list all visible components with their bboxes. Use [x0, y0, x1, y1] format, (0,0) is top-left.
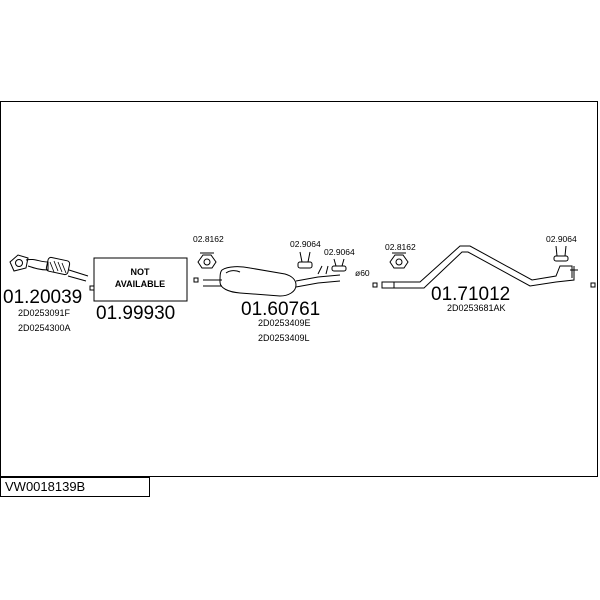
- fitting-number: 02.8162: [193, 234, 224, 244]
- part-code: 2D0253409E: [258, 318, 311, 328]
- joint-marker: [590, 282, 596, 288]
- diagram-frame: [0, 101, 598, 477]
- joint-marker: [193, 277, 199, 283]
- hanger-fitting: [297, 251, 313, 269]
- joint-marker: [372, 282, 378, 288]
- part-number: 01.60761: [241, 299, 320, 320]
- hanger-fitting: [331, 258, 347, 272]
- hanger-fitting: [553, 245, 569, 262]
- part-code: 2D0253409L: [258, 333, 310, 343]
- part-code: 2D0254300A: [18, 323, 71, 333]
- not-available-box: [93, 257, 188, 302]
- fitting-number: 02.9064: [324, 247, 355, 257]
- fitting-number: 02.9064: [546, 234, 577, 244]
- hanger-fitting: [197, 252, 217, 269]
- part-number: 01.99930: [96, 303, 175, 324]
- not-available-line1: NOT: [131, 267, 151, 277]
- diagram-reference: VW0018139B: [0, 477, 150, 497]
- fitting-number: 02.9064: [290, 239, 321, 249]
- part-code: 2D0253681AK: [447, 303, 506, 313]
- centre-silencer-drawing: [203, 265, 341, 297]
- fitting-number: 02.8162: [385, 242, 416, 252]
- tail-pipe-drawing: [381, 245, 578, 289]
- part-number: 01.71012: [431, 284, 510, 305]
- part-number: 01.20039: [3, 287, 82, 308]
- not-available-line2: AVAILABLE: [115, 279, 165, 289]
- front-pipe-drawing: [9, 254, 89, 282]
- hanger-fitting: [389, 252, 409, 269]
- joint-marker: [89, 285, 95, 291]
- diameter-label: ø60: [355, 268, 370, 278]
- part-code: 2D0253091F: [18, 308, 71, 318]
